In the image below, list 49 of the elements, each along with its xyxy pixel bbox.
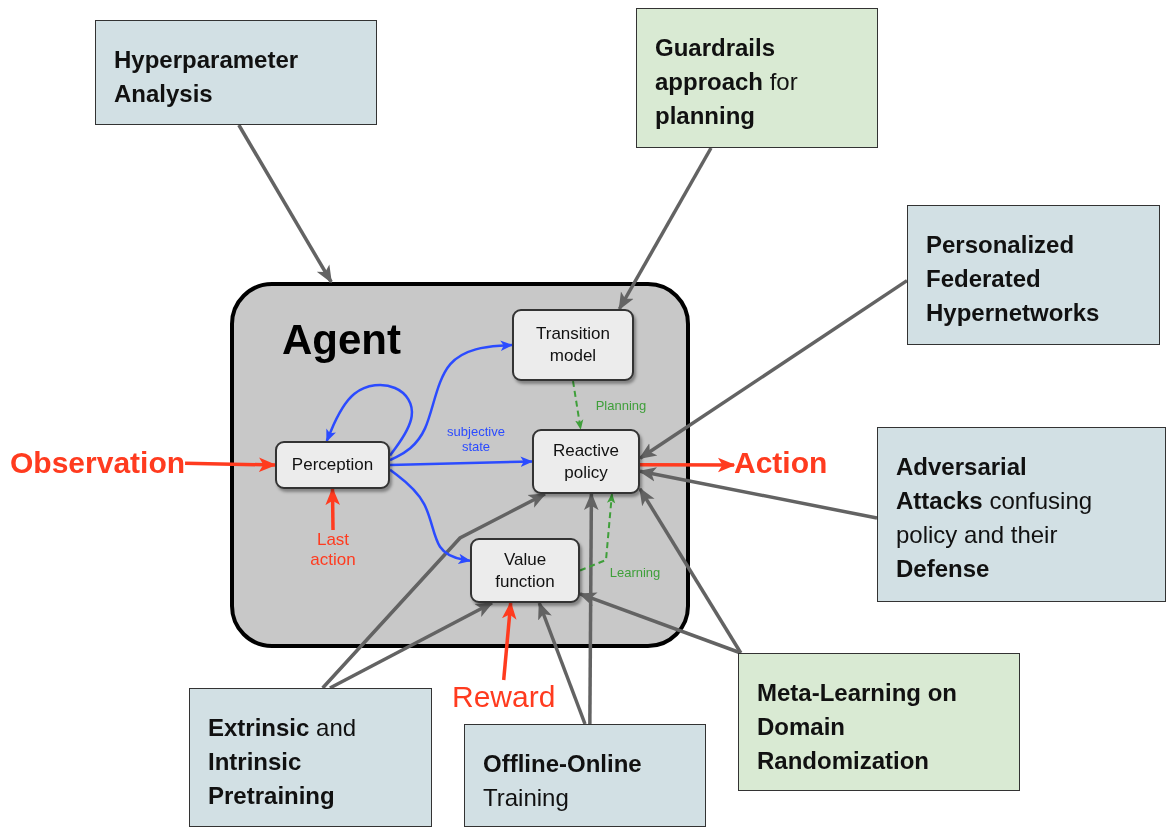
arrow — [325, 383, 414, 457]
callout-text: Meta-Learning on Domain Randomization — [757, 678, 958, 776]
box-label: Reactive policy — [551, 439, 621, 484]
signal-label: Last action — [300, 530, 366, 570]
callout-box — [189, 688, 432, 827]
callout-box — [738, 653, 1020, 791]
agent-container — [230, 282, 690, 648]
callout-text: Hyperparameter Analysis — [114, 45, 300, 109]
callout-box — [907, 205, 1160, 345]
process-box — [275, 441, 390, 489]
process-box — [470, 538, 580, 603]
edge-label: Learning — [608, 565, 662, 580]
arrow — [638, 279, 908, 460]
process-box — [512, 309, 634, 381]
callout-text: Guardrails approach for planning — [655, 33, 799, 131]
callout-text: Offline-Online Training — [483, 749, 643, 813]
arrow — [389, 340, 514, 462]
signal-label: Action — [734, 446, 828, 481]
callout-text: Adversarial Attacks confusing policy and their Defense — [896, 452, 1094, 584]
box-label: Value function — [494, 548, 556, 593]
edge-label: Planning — [594, 398, 648, 413]
process-box — [532, 429, 640, 494]
arrow — [584, 492, 599, 724]
callout-box — [636, 8, 878, 148]
arrow — [617, 147, 713, 311]
arrow — [321, 492, 547, 690]
arrow — [638, 487, 743, 654]
arrow — [389, 456, 534, 467]
arrow — [501, 601, 517, 681]
callout-text: Personalized Federated Hypernetworks — [926, 230, 1101, 328]
arrow — [237, 124, 333, 284]
signal-label: Observation — [10, 446, 186, 481]
arrow — [325, 487, 340, 531]
arrow — [640, 457, 736, 473]
arrow — [572, 380, 584, 430]
arrow — [579, 493, 616, 572]
arrow — [329, 601, 494, 690]
agent-title: Agent — [282, 316, 401, 364]
box-label: Perception — [290, 454, 375, 476]
arrow — [537, 601, 587, 725]
signal-label: Reward — [452, 680, 556, 715]
box-label: Transition model — [535, 323, 611, 367]
callout-text: Extrinsic and Intrinsic Pretraining — [208, 713, 358, 811]
arrow — [638, 467, 878, 520]
arrow — [185, 457, 277, 472]
callout-box — [95, 20, 377, 125]
arrow — [389, 468, 472, 565]
callout-box — [464, 724, 706, 827]
callout-box — [877, 427, 1166, 602]
